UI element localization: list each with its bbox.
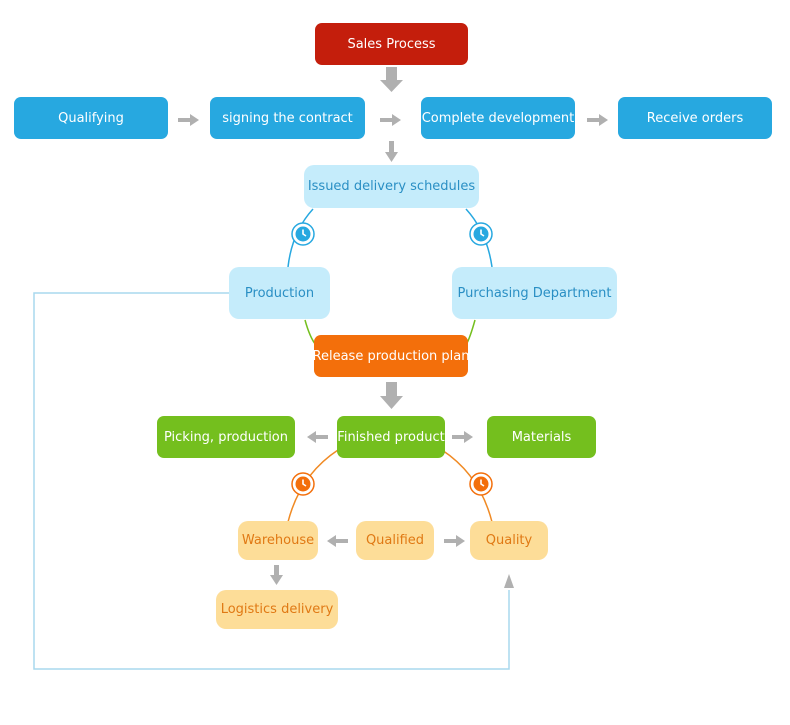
- node-qualified: Qualified: [356, 521, 434, 560]
- arrow-icon: [270, 565, 283, 585]
- node-picking-production: Picking, production: [157, 416, 295, 458]
- feedback-loop-line: [33, 292, 510, 670]
- node-qualifying: Qualifying: [14, 97, 168, 139]
- arrow-icon: [504, 574, 514, 588]
- node-finished-product: Finished product: [337, 416, 445, 458]
- node-release-production-plan: Release production plan: [313, 335, 469, 377]
- arrow-icon: [327, 535, 348, 547]
- node-signing-contract: signing the contract: [210, 97, 365, 139]
- arrow-icon: [587, 114, 608, 126]
- arrow-icon: [444, 535, 465, 547]
- node-production: Production: [229, 267, 330, 319]
- node-quality: Quality: [470, 521, 548, 560]
- node-materials: Materials: [487, 416, 596, 458]
- clock-icon: [291, 472, 315, 496]
- clock-icon: [469, 472, 493, 496]
- node-receive-orders: Receive orders: [618, 97, 772, 139]
- node-purchasing-department: Purchasing Department: [452, 267, 617, 319]
- node-sales-process: Sales Process: [315, 23, 468, 65]
- arrow-icon: [380, 67, 403, 92]
- arrow-icon: [307, 431, 328, 443]
- arrow-icon: [178, 114, 199, 126]
- arrow-icon: [380, 382, 403, 409]
- node-complete-development: Complete development: [421, 97, 575, 139]
- arrow-icon: [380, 114, 401, 126]
- node-issued-delivery-schedules: Issued delivery schedules: [304, 165, 479, 208]
- node-warehouse: Warehouse: [238, 521, 318, 560]
- clock-icon: [291, 222, 315, 246]
- clock-icon: [469, 222, 493, 246]
- node-logistics-delivery: Logistics delivery: [216, 590, 338, 629]
- arrow-icon: [452, 431, 473, 443]
- arrow-icon: [385, 141, 398, 162]
